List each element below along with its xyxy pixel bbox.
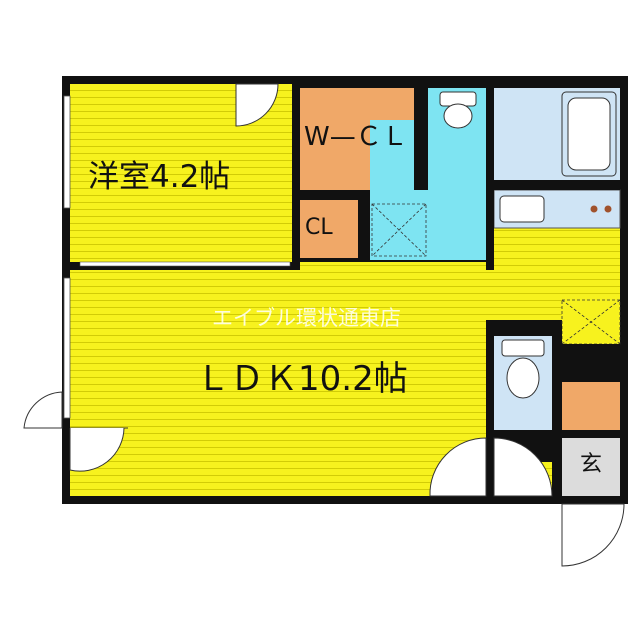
toilet-icon <box>501 339 545 399</box>
room-label-walk-in-closet: W—ＣＬ <box>304 122 408 152</box>
wall <box>486 326 562 336</box>
room-label-ldk: ＬＤＫ10.2帖 <box>196 359 408 399</box>
room-label-closet: CL <box>305 215 333 240</box>
kitchen-stove-icon <box>590 205 612 213</box>
window <box>63 95 71 209</box>
wall <box>494 180 620 190</box>
entrance-area <box>562 438 620 496</box>
wall <box>486 326 494 462</box>
wall <box>292 84 300 262</box>
toilet-icon <box>439 91 477 129</box>
sliding-door <box>79 261 291 267</box>
wall <box>358 190 370 260</box>
wall <box>414 84 428 190</box>
refrigerator-space-icon <box>561 299 621 345</box>
window <box>63 277 71 419</box>
room-label-entrance: 玄 <box>580 452 603 477</box>
bathtub-icon <box>561 91 617 177</box>
wall-block <box>562 344 620 382</box>
watermark: エイブル環状通東店 <box>212 306 401 330</box>
shoe-cabinet <box>562 382 620 430</box>
wall <box>486 84 494 270</box>
sink-icon <box>499 195 545 223</box>
closet-area <box>300 200 358 258</box>
wall <box>552 336 562 496</box>
room-label-western: 洋室4.2帖 <box>88 159 231 195</box>
ldk-floor <box>70 270 486 496</box>
ldk-floor-corridor <box>300 262 486 270</box>
wall <box>494 430 620 438</box>
door-swing-icon <box>23 83 625 567</box>
washer-pan-icon <box>371 203 427 257</box>
wall <box>300 190 370 200</box>
